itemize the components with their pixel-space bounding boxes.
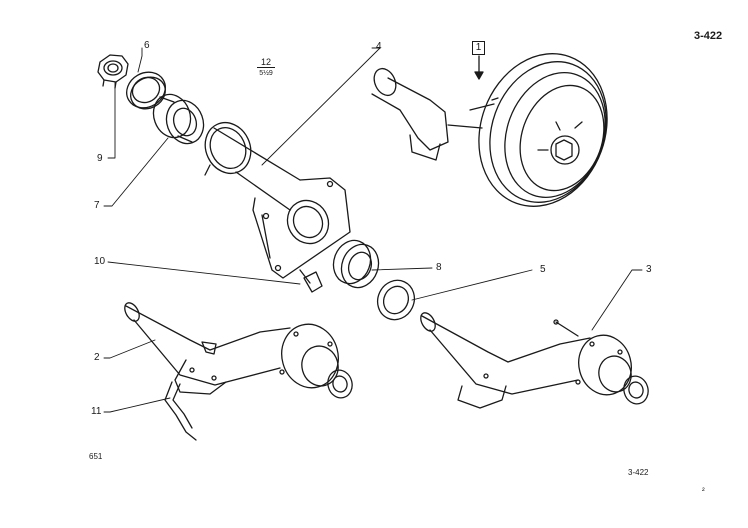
callout-10: 10: [94, 256, 106, 267]
leader-8: [371, 267, 433, 271]
fraction-numerator: 12: [260, 57, 271, 67]
corner-mark: ²: [702, 486, 705, 495]
fraction-label: 12 5½9: [257, 57, 275, 79]
callout-9: 9: [97, 153, 103, 164]
callout-3: 3: [646, 264, 652, 275]
bolt-10-drawing: [299, 269, 323, 293]
stub-axle-left-drawing: [124, 302, 353, 441]
leader-9: [107, 81, 116, 159]
callout-2: 2: [94, 352, 100, 363]
sheet-reference-top: 3-422: [694, 30, 723, 42]
callout-8: 8: [436, 262, 442, 273]
bearing-7-drawing: [152, 93, 205, 145]
callout-box-1: 1: [472, 41, 485, 55]
direction-arrow: [474, 55, 484, 80]
leader-7: [103, 137, 169, 207]
figure-number: 651: [89, 452, 103, 461]
stub-axle-right-drawing: [420, 312, 649, 409]
leader-5: [411, 269, 533, 301]
leader-2: [103, 339, 156, 359]
callout-4: 4: [376, 41, 382, 52]
leader-3: [591, 269, 643, 331]
leader-4: [261, 47, 381, 166]
hex-nut-drawing: [97, 54, 129, 89]
brake-drum-assembly-drawing: [371, 53, 608, 207]
stub-axle-housing-drawing: [204, 122, 351, 279]
callout-6: 6: [144, 40, 150, 51]
callout-7: 7: [94, 200, 100, 211]
bearing-8-drawing: [332, 239, 380, 289]
leader-lines: [103, 47, 643, 413]
leader-6: [137, 47, 143, 73]
sheet-reference-bottom: 3-422: [628, 468, 649, 477]
leader-10: [107, 261, 301, 285]
callout-5: 5: [540, 264, 546, 275]
callout-11: 11: [91, 406, 102, 417]
seal-washer-drawing: [126, 71, 166, 110]
leader-11: [103, 397, 171, 413]
fraction-denominator: 5½9: [257, 67, 275, 79]
seal-5-drawing: [376, 279, 416, 321]
